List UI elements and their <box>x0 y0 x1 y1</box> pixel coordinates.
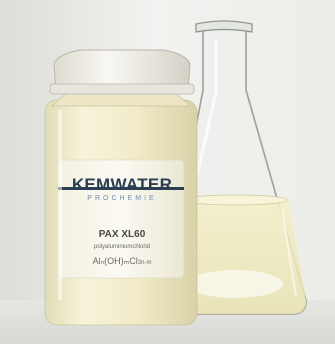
label-description: polyaluminiumchlorid <box>93 244 151 250</box>
formula-suffix: 3n-m <box>137 260 152 266</box>
label-sub-brand: PROCHEMIE <box>87 195 157 202</box>
chemical-bottle <box>44 49 198 326</box>
label-product-name: PAX XL60 <box>98 229 146 240</box>
label-formula: Alₙ(OH)ₘCl3n-m <box>66 256 178 267</box>
erlenmeyer-flask <box>161 20 307 315</box>
label-brand: KEMWATER <box>71 175 173 194</box>
label-stripe <box>58 187 184 190</box>
bottle-cap <box>49 49 195 95</box>
formula-main: Alₙ(OH)ₘCl <box>92 256 138 266</box>
